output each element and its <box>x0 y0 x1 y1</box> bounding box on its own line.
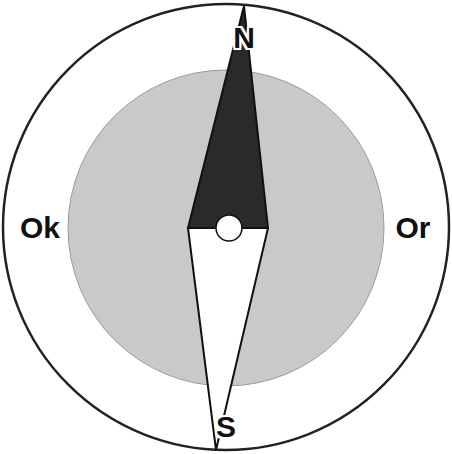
direction-label: Or <box>395 213 430 243</box>
south-needle <box>188 228 268 450</box>
direction-label: Ok <box>20 213 60 243</box>
outer-ring <box>3 4 449 450</box>
direction-label: N <box>233 23 255 53</box>
direction-label: S <box>216 412 236 442</box>
north-needle <box>188 6 268 228</box>
needle-pivot <box>216 215 242 241</box>
